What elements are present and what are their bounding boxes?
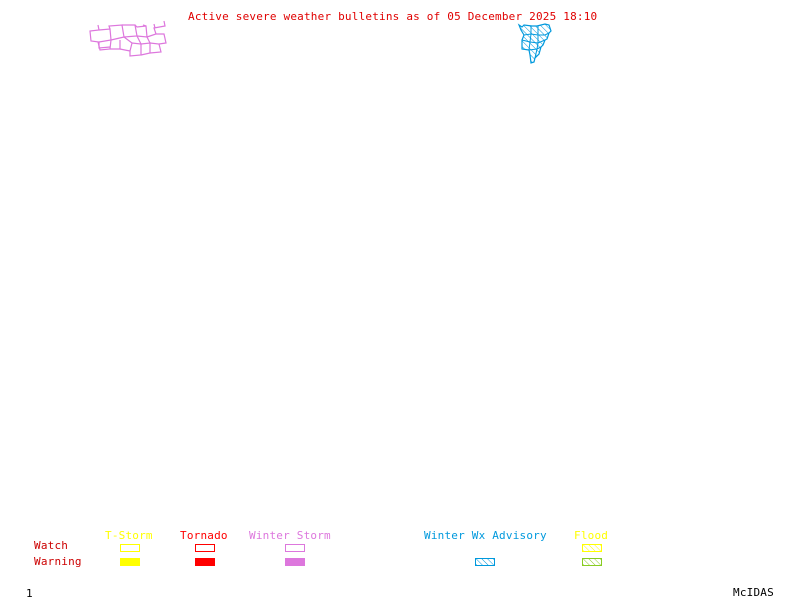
winter-wx-advisory-area[interactable]: [517, 23, 552, 64]
tornado-warning-swatch: [195, 558, 215, 566]
flood-watch-swatch: [582, 544, 602, 552]
legend-label-flood: Flood: [574, 529, 609, 542]
flood-warning-swatch: [582, 558, 602, 566]
legend-label-winter-wx-advisory: Winter Wx Advisory: [424, 529, 547, 542]
tornado-watch-swatch: [195, 544, 215, 552]
legend-label-tornado: Tornado: [180, 529, 228, 542]
winter-storm-area[interactable]: [89, 20, 167, 57]
legend-row-watch: Watch: [34, 539, 69, 552]
legend-label-tstorm: T-Storm: [105, 529, 153, 542]
tstorm-watch-swatch: [120, 544, 140, 552]
winter-storm-warning-swatch: [285, 558, 305, 566]
legend-row-warning: Warning: [34, 555, 82, 568]
winter-wx-advisory-swatch: [475, 558, 495, 566]
frame-number: 1: [26, 587, 33, 600]
bulletin-title: Active severe weather bulletins as of 05…: [188, 10, 598, 23]
legend-label-winter-storm: Winter Storm: [249, 529, 331, 542]
winter-storm-watch-swatch: [285, 544, 305, 552]
tstorm-warning-swatch: [120, 558, 140, 566]
app-name: McIDAS: [733, 586, 774, 599]
